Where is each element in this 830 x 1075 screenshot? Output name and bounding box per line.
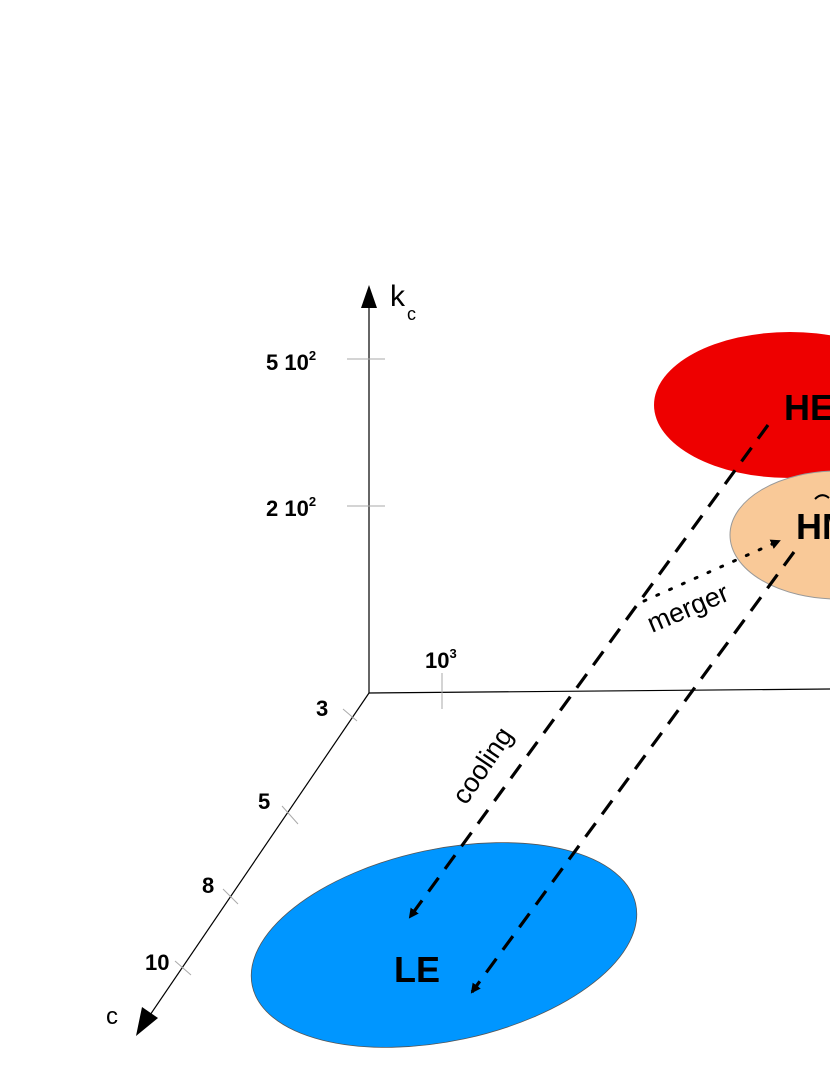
depth-tick-label: 3 xyxy=(316,696,328,721)
hm-label: HM xyxy=(796,506,830,547)
depth-tick-label: 8 xyxy=(202,873,214,898)
he-label: HE xyxy=(784,387,830,428)
tick-mark xyxy=(174,960,192,976)
hm-hat-accent xyxy=(814,494,830,500)
le-label: LE xyxy=(394,949,440,990)
tick-mark xyxy=(222,888,239,905)
hm-region xyxy=(729,470,830,600)
merger-label: merger xyxy=(643,577,733,638)
vertical-axis-label: kc xyxy=(390,280,416,324)
cooling-arrow-hm-to-le xyxy=(470,551,796,994)
depth-axis-label: c xyxy=(106,1003,118,1030)
he-region xyxy=(654,332,830,478)
vertical-axis-arrowhead xyxy=(361,285,377,308)
vertical-tick-label: 5 102 xyxy=(266,348,316,375)
depth-axis xyxy=(147,692,370,1019)
cooling-label: cooling xyxy=(446,722,519,810)
le-region xyxy=(250,842,638,1048)
cooling-arrow-he-to-le xyxy=(408,424,770,919)
depth-tick-label: 10 xyxy=(145,950,169,975)
depth-axis-arrowhead xyxy=(136,1007,158,1036)
tick-mark xyxy=(281,805,299,825)
horizontal-tick-label: 103 xyxy=(425,646,457,673)
depth-tick-label: 5 xyxy=(258,789,270,814)
tick-mark xyxy=(342,708,358,722)
horizontal-axis xyxy=(368,688,830,694)
hm-label-group: HM xyxy=(796,494,830,547)
vertical-tick-label: 2 102 xyxy=(266,494,316,521)
